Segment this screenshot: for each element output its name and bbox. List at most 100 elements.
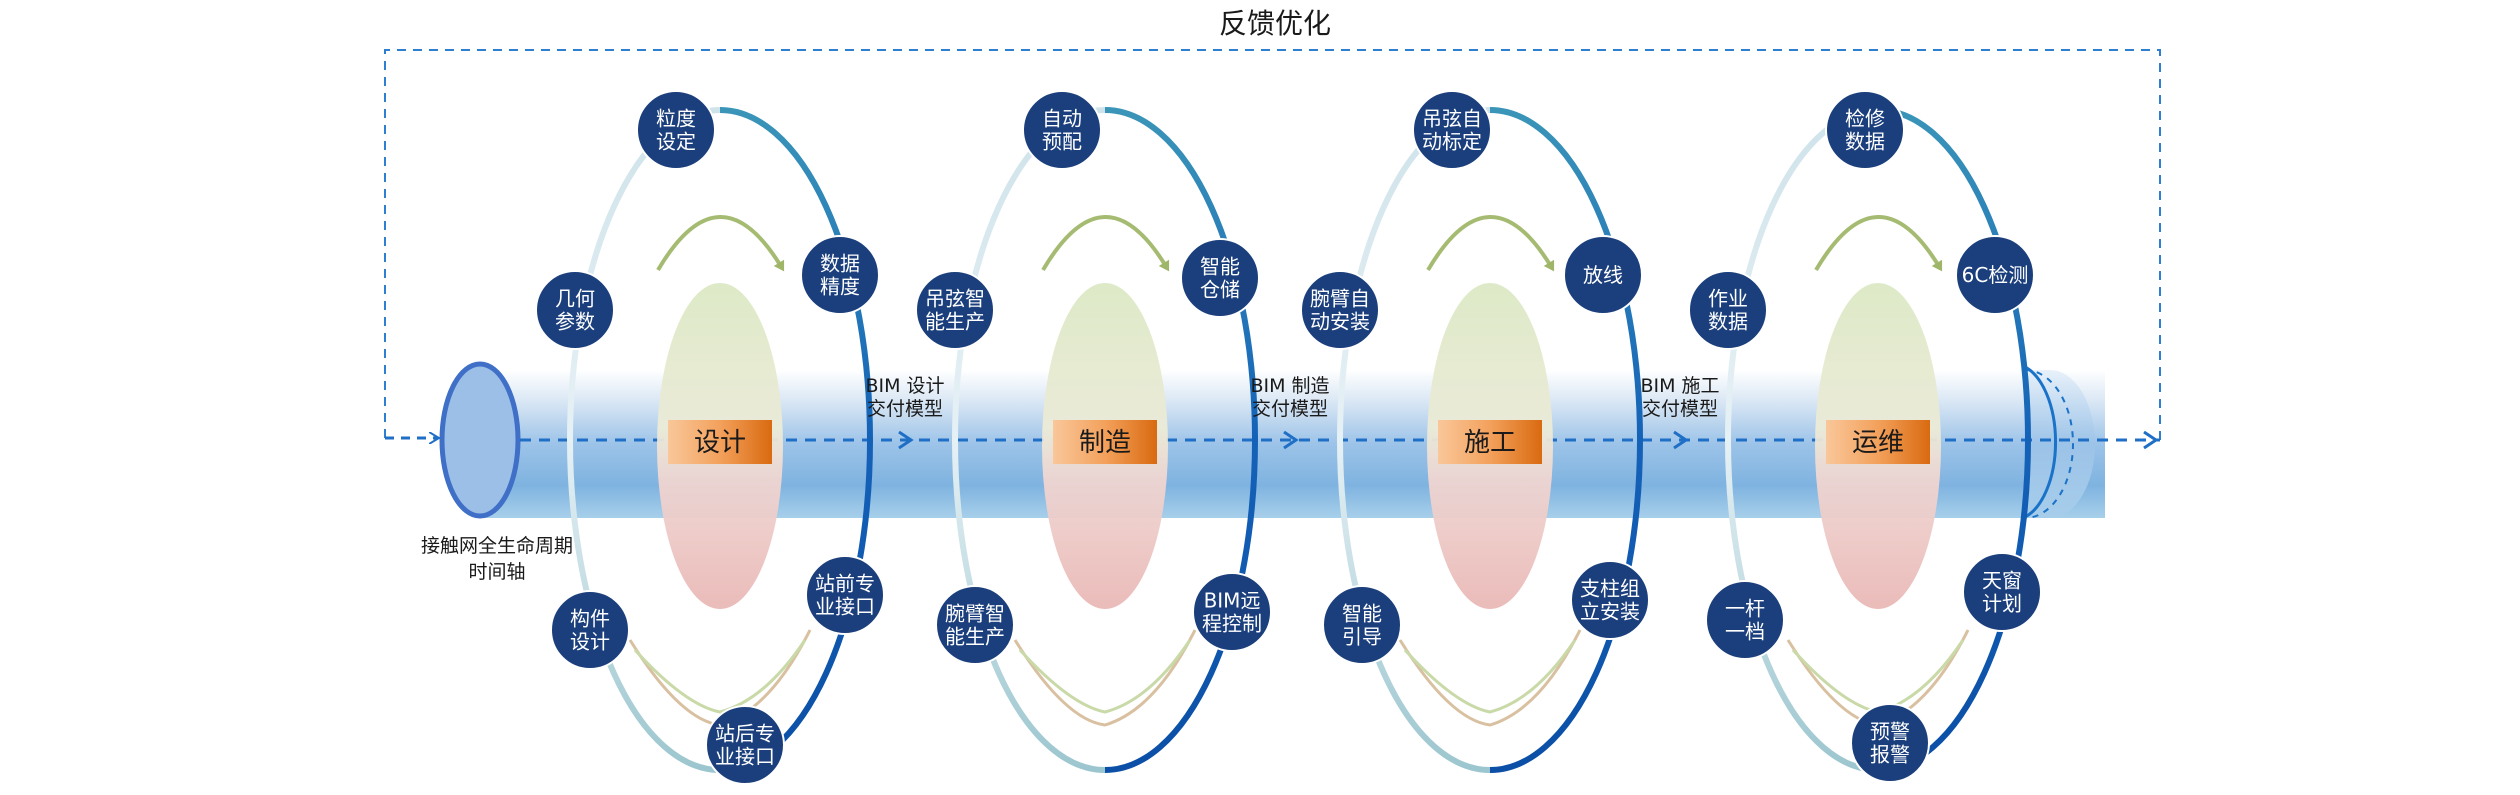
feedback-loop: 反馈优化	[384, 7, 2161, 440]
node-label: 吊弦智	[925, 287, 985, 311]
node-label: 自动	[1042, 107, 1082, 131]
node-label: 作业	[1708, 287, 1748, 311]
timeline-arrowhead	[1283, 430, 1299, 450]
node-label: 智能	[1200, 255, 1240, 279]
node-circle	[805, 555, 885, 635]
node-circle	[1322, 585, 1402, 665]
ring-right-arc	[1489, 107, 1643, 773]
cycle-arrow-bottom	[1013, 629, 1197, 727]
node-circle	[1300, 270, 1380, 350]
cycle-arrow-bottom-inner	[633, 639, 807, 714]
node-circle	[800, 235, 880, 315]
transition-label-line: BIM 施工	[1640, 375, 1719, 397]
axis-label: 接触网全生命周期 时间轴	[421, 535, 573, 583]
cycle-arrow-bottom	[1398, 629, 1582, 727]
node-label: 支柱组	[1580, 577, 1640, 601]
node-label: 业接口	[815, 595, 875, 619]
transition-label-line: BIM 制造	[1250, 375, 1329, 397]
cycle-arrow-top	[1426, 215, 1555, 272]
node-label: 构件	[570, 607, 610, 631]
phase-label: 施工	[1464, 428, 1516, 458]
node-circle	[1705, 580, 1785, 660]
feedback-title: 反馈优化	[1219, 7, 1331, 40]
node-label: 粒度	[656, 107, 696, 131]
node-label: 设计	[570, 630, 610, 654]
axis-label-line1: 接触网全生命周期	[421, 535, 573, 557]
axis-label-line2: 时间轴	[468, 561, 525, 583]
cycle-arrow-bottom-inner	[1403, 639, 1577, 714]
ring-right-arc	[1104, 107, 1258, 773]
node-label: 数据	[1845, 130, 1885, 154]
node-label: 仓储	[1200, 278, 1240, 302]
node-label: 一杆	[1725, 597, 1765, 621]
node-label: 能生产	[925, 310, 985, 334]
cycle-arrow-bottom-inner	[1018, 639, 1192, 714]
ring-right-arc	[1877, 107, 2031, 773]
node-label: 动安装	[1310, 310, 1370, 334]
node-label: 报警	[1870, 743, 1910, 767]
node-label: 6C检测	[1962, 263, 2029, 287]
node-label: 预警	[1870, 720, 1910, 744]
node-label: 天窗	[1982, 569, 2022, 593]
node-circle	[1180, 238, 1260, 318]
timeline-start-cap	[439, 361, 521, 519]
node-circle	[636, 90, 716, 170]
node-label: 腕臂自	[1310, 287, 1370, 311]
phase-label: 运维	[1852, 428, 1904, 458]
node-circle	[1955, 235, 2035, 315]
transition-label-line: 交付模型	[1642, 398, 1718, 420]
cycle-arrow-top	[1041, 215, 1170, 272]
node-circle	[935, 585, 1015, 665]
node-label: 动标定	[1422, 130, 1482, 154]
node-circle	[1850, 703, 1930, 783]
transition-label-line: BIM 设计	[865, 375, 944, 397]
node-label: 业接口	[715, 745, 775, 769]
node-circle	[915, 270, 995, 350]
cycle-arrow-bottom-inner	[1791, 639, 1965, 714]
node-label: BIM远	[1204, 589, 1261, 613]
phase-label-box	[668, 420, 772, 464]
node-circle	[1570, 560, 1650, 640]
node-circle	[1563, 235, 1643, 315]
cycle-arrow-top	[656, 215, 785, 272]
node-label: 引导	[1342, 625, 1382, 649]
timeline-arrowhead	[1673, 430, 1689, 450]
node-label: 预配	[1042, 130, 1082, 154]
node-circle	[705, 705, 785, 785]
timeline-arrowhead	[898, 430, 914, 450]
node-circle	[1688, 270, 1768, 350]
phase-label: 制造	[1079, 428, 1131, 458]
node-label: 参数	[555, 310, 595, 334]
phase-label: 设计	[694, 428, 746, 458]
ring-right-arc	[719, 107, 873, 773]
node-circle	[1825, 90, 1905, 170]
ring-left-arc	[1725, 107, 1879, 773]
node-circle	[550, 590, 630, 670]
node-circle	[1962, 552, 2042, 632]
node-label: 智能	[1342, 602, 1382, 626]
node-circle	[1412, 90, 1492, 170]
node-label: 站前专	[815, 572, 875, 596]
node-label: 能生产	[945, 625, 1005, 649]
node-label: 程控制	[1202, 612, 1262, 636]
